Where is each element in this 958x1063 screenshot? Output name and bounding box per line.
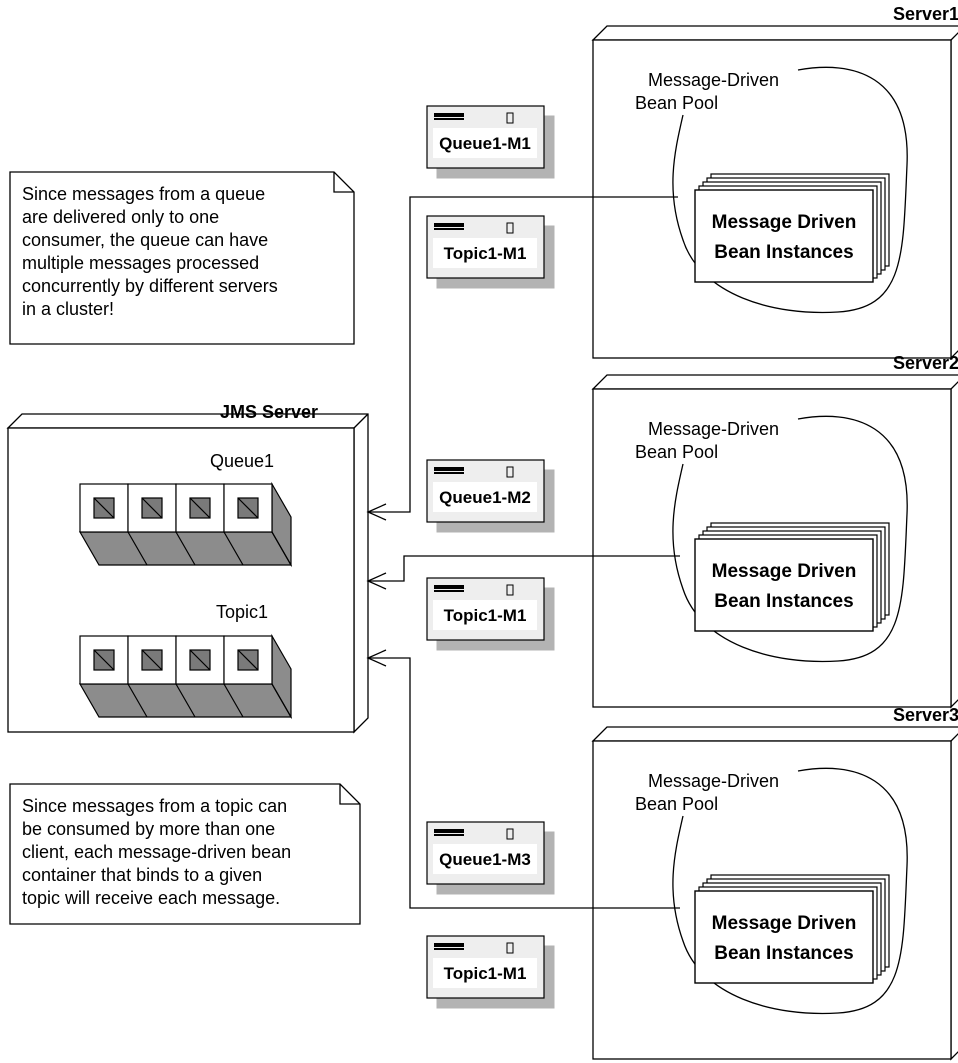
bean-pool-outline [672, 415, 908, 663]
pool-label: Bean Pool [635, 442, 718, 462]
note-line: in a cluster! [22, 299, 114, 319]
bean-pool-outline [672, 66, 908, 314]
server1-connector [366, 196, 678, 521]
server-title: Server3 [893, 705, 958, 725]
note-line: consumer, the queue can have [22, 230, 268, 250]
pool-label: Bean Pool [635, 93, 718, 113]
note-line: client, each message-driven bean [22, 842, 291, 862]
pool-label: Bean Pool [635, 794, 718, 814]
topic-cubes [78, 633, 293, 720]
message-label: Queue1-M3 [439, 850, 531, 869]
bean-instances-box [694, 890, 874, 984]
message-label: Topic1-M1 [444, 606, 527, 625]
topic-note: Since messages from a topic can be consum… [9, 783, 361, 925]
pool-label: Message-Driven [648, 771, 779, 791]
message-label: Queue1-M2 [439, 488, 531, 507]
topic-label: Topic1 [216, 602, 268, 622]
jms-server-title: JMS Server [220, 402, 318, 422]
message-token: Queue1-M1 [426, 105, 555, 179]
queue-label: Queue1 [210, 451, 274, 471]
queue-note: Since messages from a queue are delivered… [9, 171, 355, 345]
instances-label: Message Driven [712, 913, 857, 934]
message-token: Topic1-M1 [426, 577, 555, 651]
message-label: Queue1-M1 [439, 134, 531, 153]
note-line: Since messages from a queue [22, 184, 265, 204]
instances-label: Bean Instances [714, 591, 853, 612]
instances-label: Message Driven [712, 212, 857, 233]
message-token: Topic1-M1 [426, 935, 555, 1009]
note-line: be consumed by more than one [22, 819, 275, 839]
bean-instances-box [694, 538, 874, 632]
instances-label: Message Driven [712, 561, 857, 582]
note-line: container that binds to a given [22, 865, 262, 885]
note-line: are delivered only to one [22, 207, 219, 227]
server2-connector [366, 555, 680, 590]
pool-label: Message-Driven [648, 70, 779, 90]
message-label: Topic1-M1 [444, 964, 527, 983]
server-title: Server2 [893, 353, 958, 373]
server3-connector [366, 649, 680, 909]
message-label: Topic1-M1 [444, 244, 527, 263]
note-line: concurrently by different servers [22, 276, 278, 296]
instances-label: Bean Instances [714, 242, 853, 263]
pool-label: Message-Driven [648, 419, 779, 439]
bean-pool-outline [672, 767, 908, 1015]
message-token: Queue1-M3 [426, 821, 555, 895]
server-title: Server1 [893, 4, 958, 24]
message-token: Topic1-M1 [426, 215, 555, 289]
bean-instances-box [694, 189, 874, 283]
message-token: Queue1-M2 [426, 459, 555, 533]
instances-label: Bean Instances [714, 943, 853, 964]
note-line: topic will receive each message. [22, 888, 280, 908]
note-line: Since messages from a topic can [22, 796, 287, 816]
queue-cubes [78, 481, 293, 568]
note-line: multiple messages processed [22, 253, 259, 273]
